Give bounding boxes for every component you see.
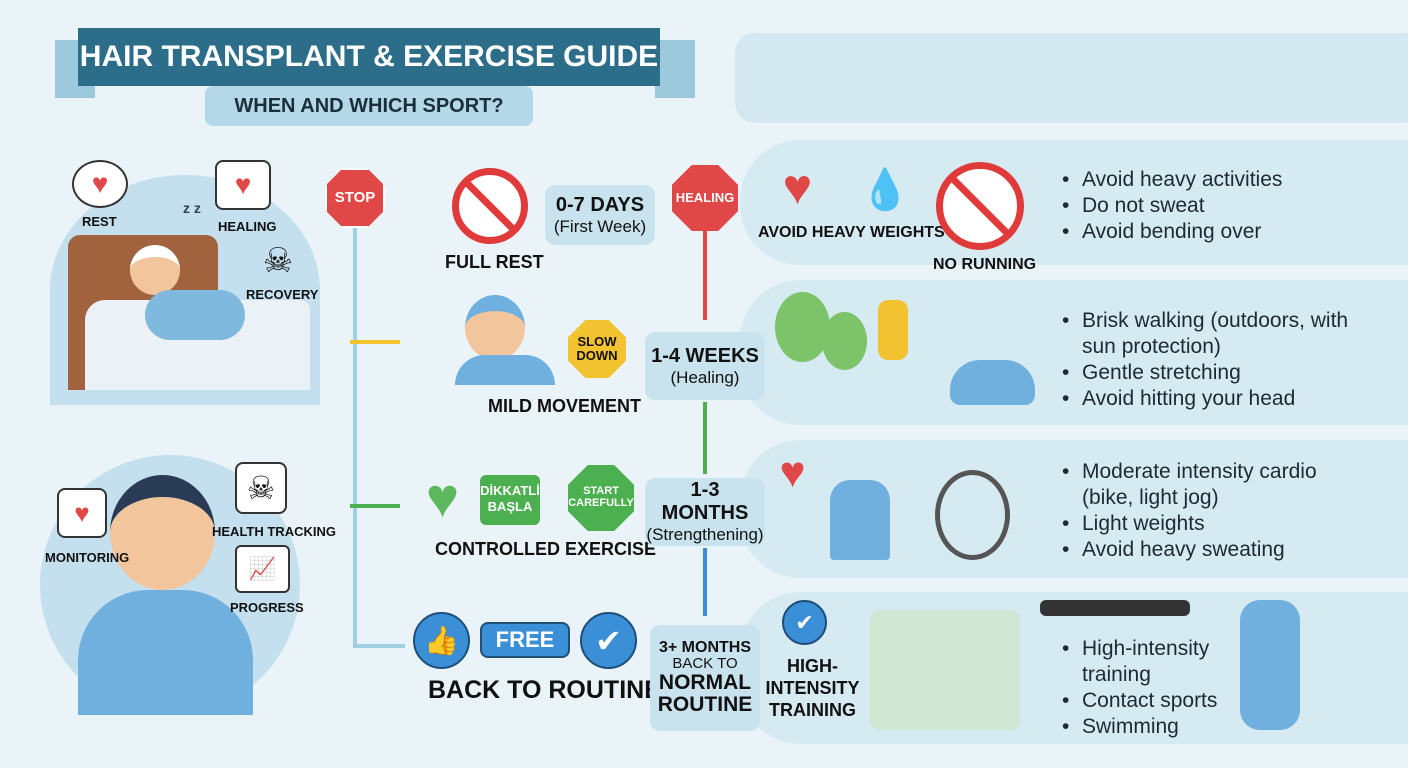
yellow-arrow <box>350 340 400 344</box>
skull-icon: ☠ <box>262 242 294 280</box>
bullet-item: Moderate intensity cardio (bike, light j… <box>1062 459 1362 511</box>
period-0-7-days: 0-7 DAYS (First Week) <box>545 185 655 245</box>
period-1-4-weeks: 1-4 WEEKS (Healing) <box>645 332 765 400</box>
bullet-item: Avoid heavy activities <box>1062 167 1282 193</box>
stage-3-bullets: Moderate intensity cardio (bike, light j… <box>1062 459 1362 563</box>
sleep-z: z z <box>183 200 201 216</box>
page-title: HAIR TRANSPLANT & EXERCISE GUIDE <box>78 28 660 86</box>
stretching-person-icon <box>950 360 1035 405</box>
free-badge: FREE <box>480 622 570 658</box>
green-arrow-down <box>703 402 707 474</box>
blue-arrow <box>355 644 405 648</box>
exercise-bike-icon <box>935 470 1010 560</box>
bullet-item: Brisk walking (outdoors, with sun protec… <box>1062 308 1362 360</box>
thumbs-up-icon: 👍 <box>413 612 470 669</box>
bullet-item: Avoid heavy sweating <box>1062 537 1362 563</box>
bullet-item: Avoid hitting your head <box>1062 386 1362 412</box>
no-running-icon <box>936 162 1024 250</box>
runner-icon <box>870 610 1020 730</box>
tree-icon <box>775 292 830 362</box>
period-3-months: 3+ MONTHS BACK TO NORMAL ROUTINE <box>650 625 760 731</box>
red-arrow <box>703 230 707 320</box>
health-tracking-label: HEALTH TRACKING <box>212 524 336 539</box>
period-subtitle: (First Week) <box>553 216 647 236</box>
weightlifter-icon <box>830 480 890 560</box>
high-intensity-label: HIGH-INTENSITY TRAINING <box>765 656 860 720</box>
heart-monitor-icon: ♥ <box>215 160 271 210</box>
person-head <box>110 475 215 590</box>
weightlifting-icon <box>1040 600 1190 616</box>
no-running-label: NO RUNNING <box>933 256 1037 273</box>
stage-1-bullets: Avoid heavy activities Do not sweat Avoi… <box>1062 167 1282 245</box>
controlled-exercise-label: CONTROLLED EXERCISE <box>435 539 657 559</box>
waving-man-body <box>455 355 555 385</box>
period-1-3-months: 1-3 MONTHS (Strengthening) <box>645 478 765 546</box>
period-title: 1-3 MONTHS <box>661 479 749 524</box>
bullet-item: Contact sports <box>1062 688 1242 714</box>
stage-2-bullets: Brisk walking (outdoors, with sun protec… <box>1062 308 1362 412</box>
period-title: 3+ MONTHS <box>658 638 751 656</box>
blue-arrow-down <box>703 548 707 616</box>
green-heart-icon: ♥ <box>425 466 460 529</box>
period-subtitle: (Strengthening) <box>646 525 764 544</box>
walking-person-icon <box>878 300 908 360</box>
recovery-label: RECOVERY <box>246 287 319 302</box>
green-arrow <box>350 504 400 508</box>
stage-4-bullets: High-intensity training Contact sports S… <box>1062 636 1242 740</box>
stop-sign: STOP <box>325 168 385 228</box>
period-main: NORMAL ROUTINE <box>657 671 753 717</box>
period-subtitle: BACK TO <box>672 655 738 673</box>
bullet-item: High-intensity training <box>1062 636 1242 688</box>
title-banner <box>655 40 695 98</box>
skull-icon: ☠ <box>235 462 287 514</box>
bullet-item: Light weights <box>1062 511 1362 537</box>
rest-label: REST <box>82 214 117 229</box>
header-panel <box>735 33 1408 123</box>
bullet-item: Do not sweat <box>1062 193 1282 219</box>
healing-label: HEALING <box>218 219 277 234</box>
period-title: 1-4 WEEKS <box>651 344 759 367</box>
tree-icon <box>822 312 867 370</box>
heart-rate-icon: ♥ <box>779 447 806 497</box>
chart-icon: 📈 <box>235 545 290 593</box>
bullet-item: Avoid bending over <box>1062 219 1282 245</box>
period-subtitle: (Healing) <box>670 367 740 387</box>
checkmark-icon: ✔ <box>782 600 827 645</box>
avoid-heavy-weights-label: AVOID HEAVY WEIGHTS <box>758 224 945 241</box>
monitoring-label: MONITORING <box>45 550 130 565</box>
patient-body <box>145 290 245 340</box>
person-body <box>78 590 253 715</box>
patient-head <box>130 245 180 295</box>
no-weights-icon <box>452 168 528 244</box>
full-rest-label: FULL REST <box>445 252 544 272</box>
bullet-item: Gentle stretching <box>1062 360 1362 386</box>
heart-bubble-icon: ♥ <box>72 160 128 208</box>
soccer-player-icon <box>1240 600 1300 730</box>
waving-man-icon <box>465 295 525 360</box>
healing-sign: HEALING <box>672 165 738 231</box>
timeline-line <box>353 228 357 648</box>
checkmark-icon: ✔ <box>580 612 637 669</box>
dikkatli-basla-badge: DİKKATLİ BAŞLA <box>480 475 540 525</box>
start-carefully-sign: START CAREFULLY <box>568 465 634 531</box>
heart-rate-icon: ♥ <box>782 159 813 215</box>
slow-down-sign: SLOW DOWN <box>568 320 626 378</box>
heart-monitor-icon: ♥ <box>57 488 107 538</box>
period-title: 0-7 DAYS <box>555 193 645 216</box>
progress-label: PROGRESS <box>230 600 304 615</box>
page-subtitle: WHEN AND WHICH SPORT? <box>205 86 533 126</box>
sweat-drop-icon: 💧 <box>860 168 910 212</box>
bullet-item: Swimming <box>1062 714 1242 740</box>
back-to-routine-label: BACK TO ROUTINE <box>428 676 661 704</box>
mild-movement-label: MILD MOVEMENT <box>488 396 641 416</box>
